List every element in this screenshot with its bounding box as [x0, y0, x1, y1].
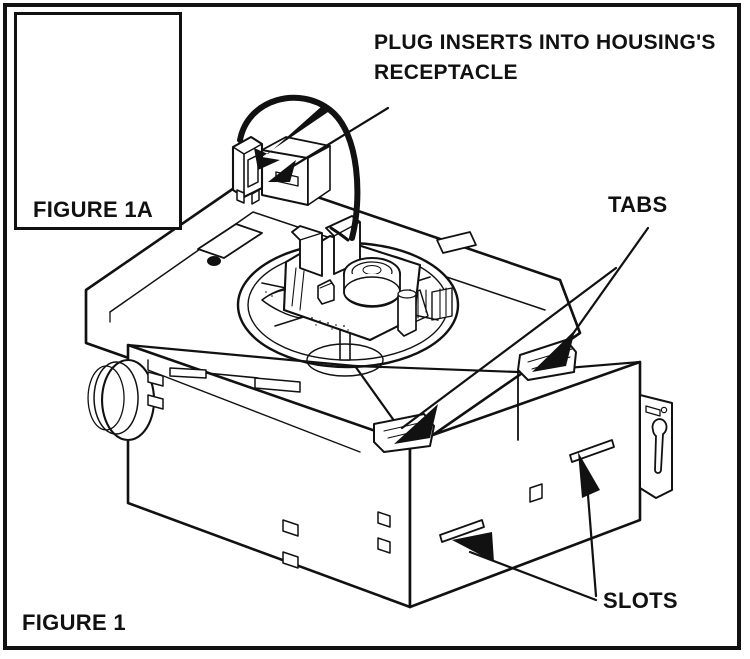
inset-figure-1a-box [14, 12, 182, 230]
callout-slots-label: SLOTS [603, 588, 678, 613]
plug-and-cord [231, 94, 361, 242]
fan-assembly [236, 215, 460, 377]
plug-label-line2: RECEPTACLE [374, 61, 518, 84]
callout-plug-label: PLUG INSERTS INTO HOUSING'S RECEPTACLE [374, 28, 716, 88]
plug-direction-arrow [254, 106, 328, 170]
plug-label-line1: PLUG INSERTS INTO HOUSING'S [374, 31, 716, 54]
slot-lower [439, 519, 485, 543]
leader-lines [268, 106, 650, 602]
inset-figure-caption: FIGURE 1A [33, 197, 154, 222]
callout-tabs-label: TABS [608, 192, 668, 217]
slot-upper [569, 439, 615, 463]
figure-caption: FIGURE 1 [22, 610, 126, 635]
